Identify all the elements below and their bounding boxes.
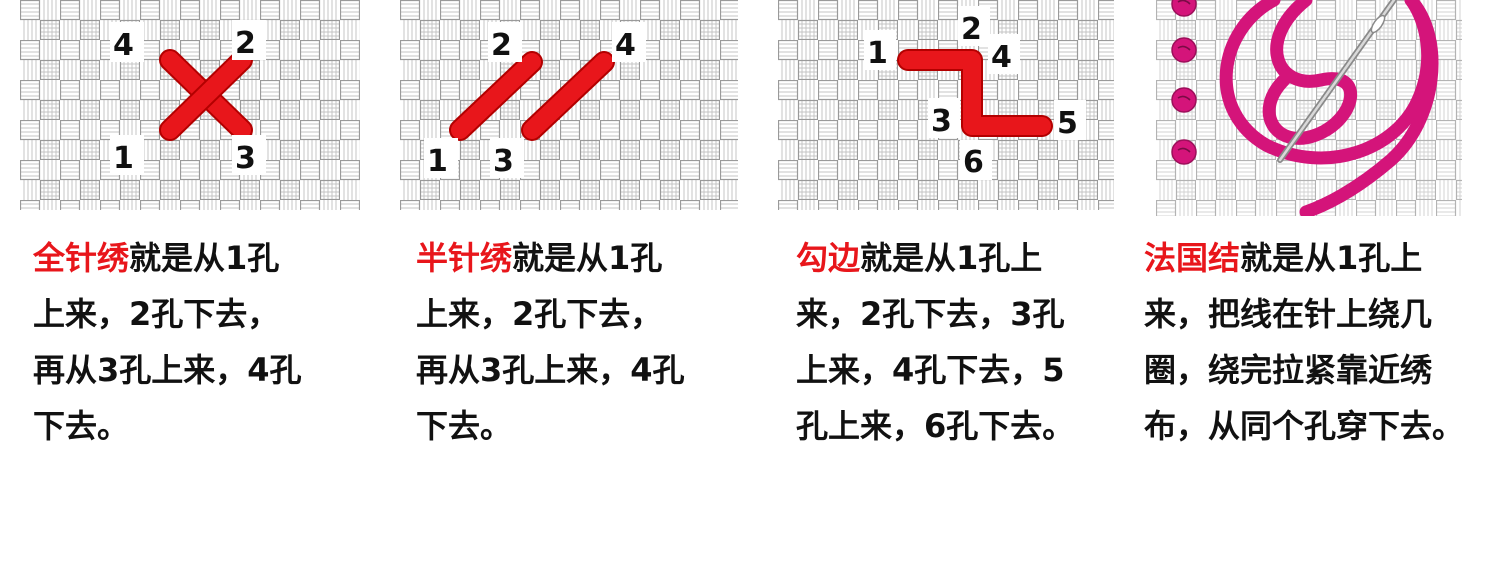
term-french-knot: 法国结 bbox=[1144, 239, 1241, 277]
french-knot-caption: 法国结就是从1孔上 来，把线在针上绕几 圈，绕完拉紧靠近绣 布，从同个孔穿下去。 bbox=[1144, 239, 1465, 445]
thread-loop bbox=[1219, 0, 1439, 216]
backstitch-caption: 勾边就是从1孔上 来，2孔下去，3孔 上来，4孔下去，5 孔上来，6孔下去。 bbox=[796, 239, 1075, 445]
hole-label-2: 2 bbox=[961, 12, 982, 47]
hole-label-4: 4 bbox=[113, 28, 134, 63]
term-half-stitch: 半针绣 bbox=[416, 239, 513, 277]
hole-label-1: 1 bbox=[427, 144, 448, 179]
term-full-cross-stitch: 全针绣 bbox=[33, 239, 130, 277]
hole-label-3: 3 bbox=[931, 104, 952, 139]
term-backstitch: 勾边 bbox=[796, 239, 861, 277]
hole-label-1: 1 bbox=[867, 36, 888, 71]
hole-label-6: 6 bbox=[963, 145, 984, 180]
backstitch-diagram: 2 1 4 3 5 6 bbox=[778, 0, 1114, 210]
half-stitch-diagram: 2 4 1 3 bbox=[400, 0, 738, 210]
french-knot-diagram bbox=[1156, 0, 1462, 216]
full-cross-stitch-diagram: 4 2 1 3 bbox=[20, 0, 360, 210]
hole-label-2: 2 bbox=[491, 28, 512, 63]
hole-label-3: 3 bbox=[235, 141, 256, 176]
hole-label-4: 4 bbox=[615, 28, 636, 63]
hole-label-4: 4 bbox=[991, 40, 1012, 75]
hole-label-3: 3 bbox=[493, 144, 514, 179]
hole-label-1: 1 bbox=[113, 141, 134, 176]
full-cross-stitch-caption: 全针绣就是从1孔 上来，2孔下去， 再从3孔上来，4孔 下去。 bbox=[33, 239, 302, 445]
hole-label-5: 5 bbox=[1057, 106, 1078, 141]
half-stitch-caption: 半针绣就是从1孔 上来，2孔下去， 再从3孔上来，4孔 下去。 bbox=[416, 239, 685, 445]
knot-dots bbox=[1171, 0, 1197, 165]
hole-label-2: 2 bbox=[235, 26, 256, 61]
